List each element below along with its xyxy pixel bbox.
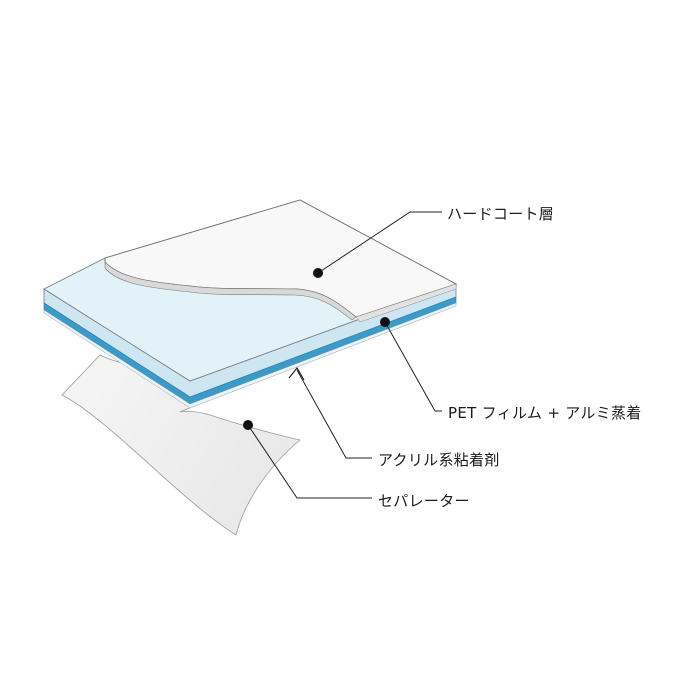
separator-label: セパレーター [378,492,470,510]
leader-line-adhesive [296,369,372,459]
leader-arrow-adhesive [288,366,305,381]
leader-dot-separator [243,420,253,430]
adhesive-label: アクリル系粘着剤 [378,451,500,469]
hardcoat-layer-label: ハードコート層 [447,205,555,223]
leader-line-pet [384,321,442,412]
adhesive-layer-edge [43,302,457,409]
leader-line-separator [247,424,372,499]
leader-line-hardcoat [317,211,442,274]
hardcoat-front-edge [355,283,457,323]
pet-film-label: PET フィルム + アルミ蒸着 [448,404,642,422]
hardcoat-cut-edge [104,261,357,321]
leader-dot-hardcoat [313,268,323,278]
leader-dot-pet [380,317,390,327]
